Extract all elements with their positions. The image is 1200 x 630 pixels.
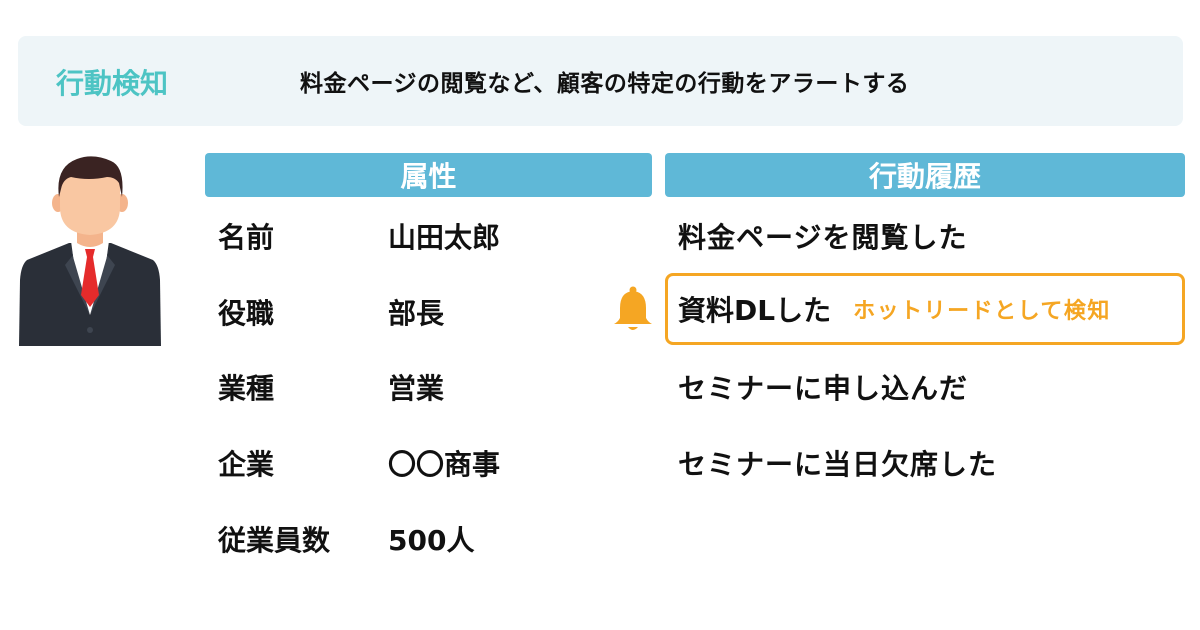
attribute-row-employees: 従業員数 500人: [218, 519, 474, 559]
attribute-label: 名前: [218, 221, 275, 254]
hot-lead-tag: ホットリードとして検知: [853, 299, 1111, 324]
header-description: 料金ページの閲覧など、顧客の特定の行動をアラートする: [300, 71, 910, 97]
history-item: 資料DLした: [678, 294, 832, 327]
history-item: 料金ページを閲覧した: [678, 221, 968, 254]
attributes-heading: 属性: [205, 153, 652, 197]
hot-lead-alert-box: 資料DLした ホットリードとして検知: [665, 273, 1185, 345]
history-item: セミナーに当日欠席した: [678, 448, 998, 481]
attribute-value: 〇〇商事: [388, 448, 501, 481]
attribute-row-title: 役職 部長: [218, 292, 444, 332]
attribute-label: 業種: [218, 372, 275, 405]
history-heading: 行動履歴: [665, 153, 1185, 197]
attribute-value: 山田太郎: [388, 221, 501, 254]
attribute-label: 役職: [218, 297, 275, 330]
attribute-row-company: 企業 〇〇商事: [218, 443, 500, 483]
attribute-row-name: 名前 山田太郎: [218, 216, 500, 256]
header-bar: 行動検知 料金ページの閲覧など、顧客の特定の行動をアラートする: [18, 36, 1183, 126]
attribute-label: 企業: [218, 448, 275, 481]
attribute-row-industry: 業種 営業: [218, 367, 444, 407]
attribute-value: 部長: [388, 297, 445, 330]
attribute-value: 500人: [388, 524, 475, 557]
businessman-avatar-icon: [19, 156, 161, 346]
bell-icon: [614, 286, 652, 330]
history-item: セミナーに申し込んだ: [678, 372, 969, 405]
header-title: 行動検知: [56, 67, 169, 100]
attribute-value: 営業: [388, 372, 445, 405]
attribute-label: 従業員数: [218, 524, 331, 557]
